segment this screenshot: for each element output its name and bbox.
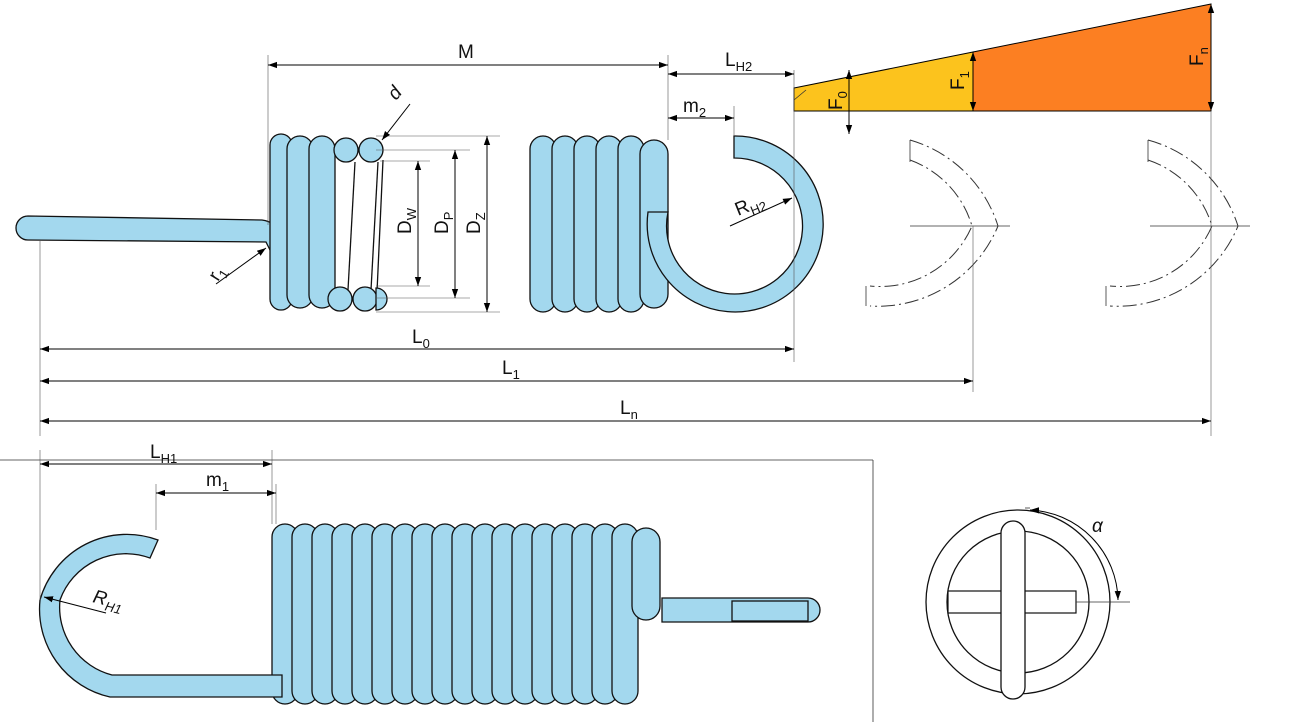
hook-position-ln [1105,139,1250,307]
bottom-dimensions [39,450,277,614]
label-lh1: LH1 [150,442,177,466]
label-l0: L0 [412,327,430,351]
bottom-frame [0,459,874,722]
label-m: M [458,42,474,63]
label-r1: r1 [204,262,232,286]
top-dimensions [39,55,1212,436]
bottom-spring [38,523,821,705]
force-area-max [972,3,1212,112]
label-dz: DZ [464,212,488,234]
hook-position-l1 [865,139,1010,307]
label-dp: DP [432,212,456,234]
end-view [925,507,1130,700]
force-area-initial [793,51,974,112]
label-dw: DW [395,207,419,234]
label-f0: F0 [826,91,850,110]
label-d: d [384,82,408,105]
top-right-coils [529,135,669,313]
force-diagram [793,3,1215,134]
top-right-hook [646,135,824,313]
bottom-left-hook [38,533,283,698]
bottom-coils [271,523,661,705]
label-rh2: RH2 [732,190,769,224]
label-ln: Ln [620,398,638,422]
label-l1: L1 [502,358,520,382]
label-m2: m2 [683,96,706,120]
top-left-coils [269,133,388,312]
label-fn: Fn [1187,47,1211,66]
label-m1: m1 [206,470,229,494]
top-straight-end [15,215,288,259]
label-f1: F1 [948,71,972,90]
label-rh1: RH1 [90,586,125,617]
top-spring [15,133,824,313]
label-alpha: α [1092,516,1104,537]
label-lh2: LH2 [725,50,752,74]
